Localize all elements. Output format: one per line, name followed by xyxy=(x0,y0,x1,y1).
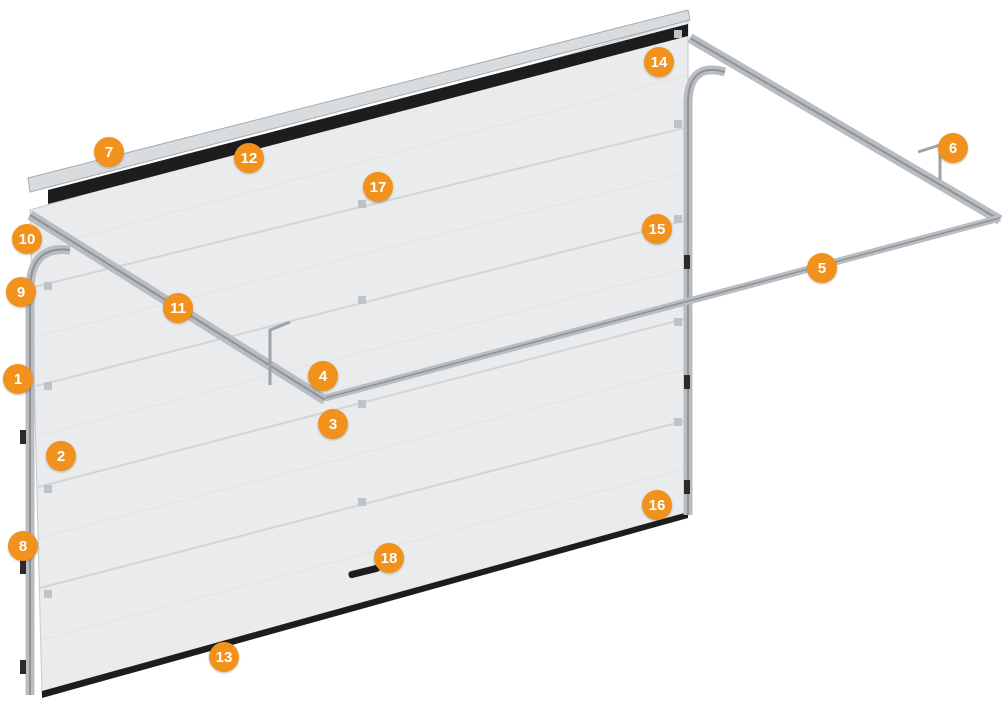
door-handle xyxy=(348,564,380,579)
callout-marker-11[interactable]: 11 xyxy=(163,293,193,323)
callout-marker-8[interactable]: 8 xyxy=(8,531,38,561)
callout-marker-5[interactable]: 5 xyxy=(807,253,837,283)
bottom-seal xyxy=(42,512,688,698)
callout-marker-13[interactable]: 13 xyxy=(209,642,239,672)
panel-ribs xyxy=(32,74,689,641)
callout-marker-6[interactable]: 6 xyxy=(938,133,968,163)
callout-marker-14[interactable]: 14 xyxy=(644,47,674,77)
callout-marker-9[interactable]: 9 xyxy=(6,277,36,307)
callout-marker-18[interactable]: 18 xyxy=(374,543,404,573)
callout-marker-3[interactable]: 3 xyxy=(318,409,348,439)
left-hanger xyxy=(268,320,291,385)
callout-marker-4[interactable]: 4 xyxy=(308,361,338,391)
callout-marker-10[interactable]: 10 xyxy=(12,224,42,254)
callout-marker-16[interactable]: 16 xyxy=(642,490,672,520)
torsion-shaft xyxy=(27,9,691,193)
callout-marker-1[interactable]: 1 xyxy=(3,364,33,394)
top-seal xyxy=(48,24,688,204)
hinges xyxy=(44,30,682,598)
callout-marker-12[interactable]: 12 xyxy=(234,143,264,173)
callout-marker-7[interactable]: 7 xyxy=(94,137,124,167)
callout-marker-15[interactable]: 15 xyxy=(642,214,672,244)
callout-marker-17[interactable]: 17 xyxy=(363,172,393,202)
callout-marker-2[interactable]: 2 xyxy=(46,441,76,471)
